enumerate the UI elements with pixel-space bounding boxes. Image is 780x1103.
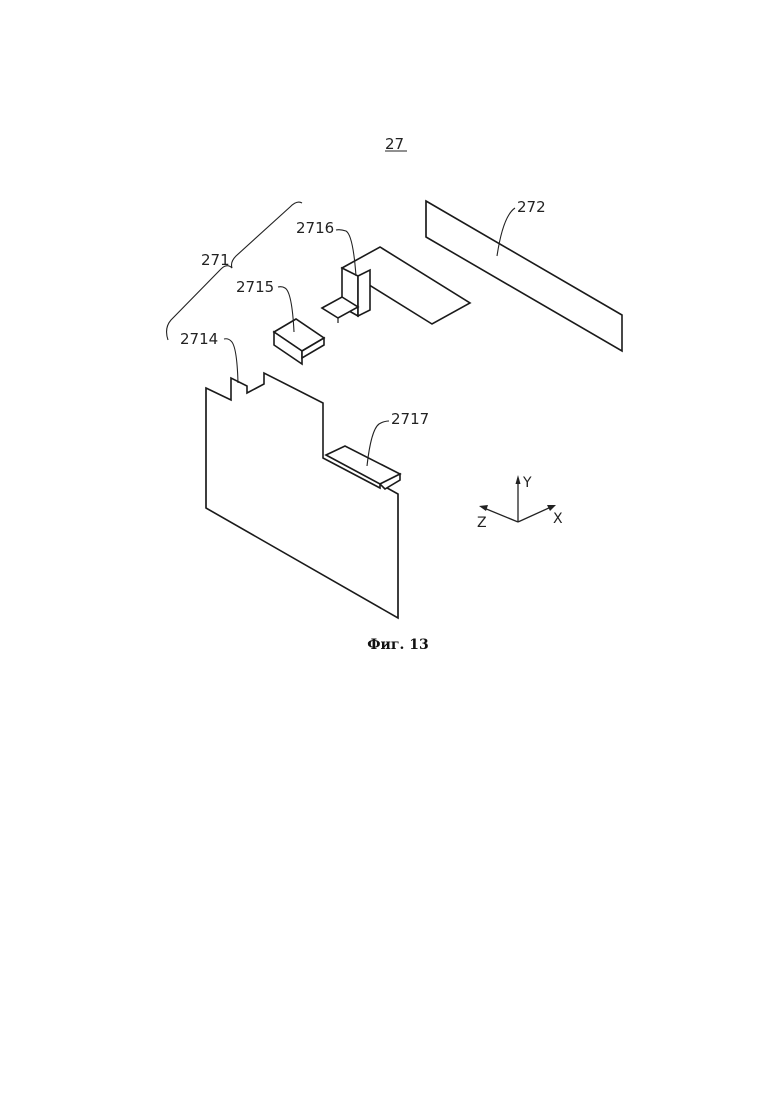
label-2714: 2714: [180, 330, 218, 348]
figure-caption: Фиг. 13: [367, 637, 428, 653]
z-axis-line: [484, 508, 518, 522]
label-271: 271: [201, 251, 230, 269]
z-axis-label: Z: [477, 515, 487, 531]
brace-271: [167, 202, 302, 340]
axis-triad: Y X Z: [477, 475, 563, 531]
x-axis-line: [518, 507, 551, 522]
label-2717: 2717: [391, 410, 429, 428]
part-2714-panel: [206, 373, 398, 618]
label-2716: 2716: [296, 219, 334, 237]
x-axis-label: X: [553, 511, 563, 527]
z-axis-arrow: [479, 505, 488, 511]
part-2715-clip: [274, 319, 324, 364]
assembly-label: 27: [385, 135, 404, 153]
label-272: 272: [517, 198, 546, 216]
label-2715: 2715: [236, 278, 274, 296]
leader-2714: [224, 339, 238, 383]
part-2716-bracket: [322, 247, 470, 324]
y-axis-label: Y: [522, 475, 532, 491]
y-axis-arrow: [516, 475, 521, 484]
part-272-plate: [426, 201, 622, 351]
